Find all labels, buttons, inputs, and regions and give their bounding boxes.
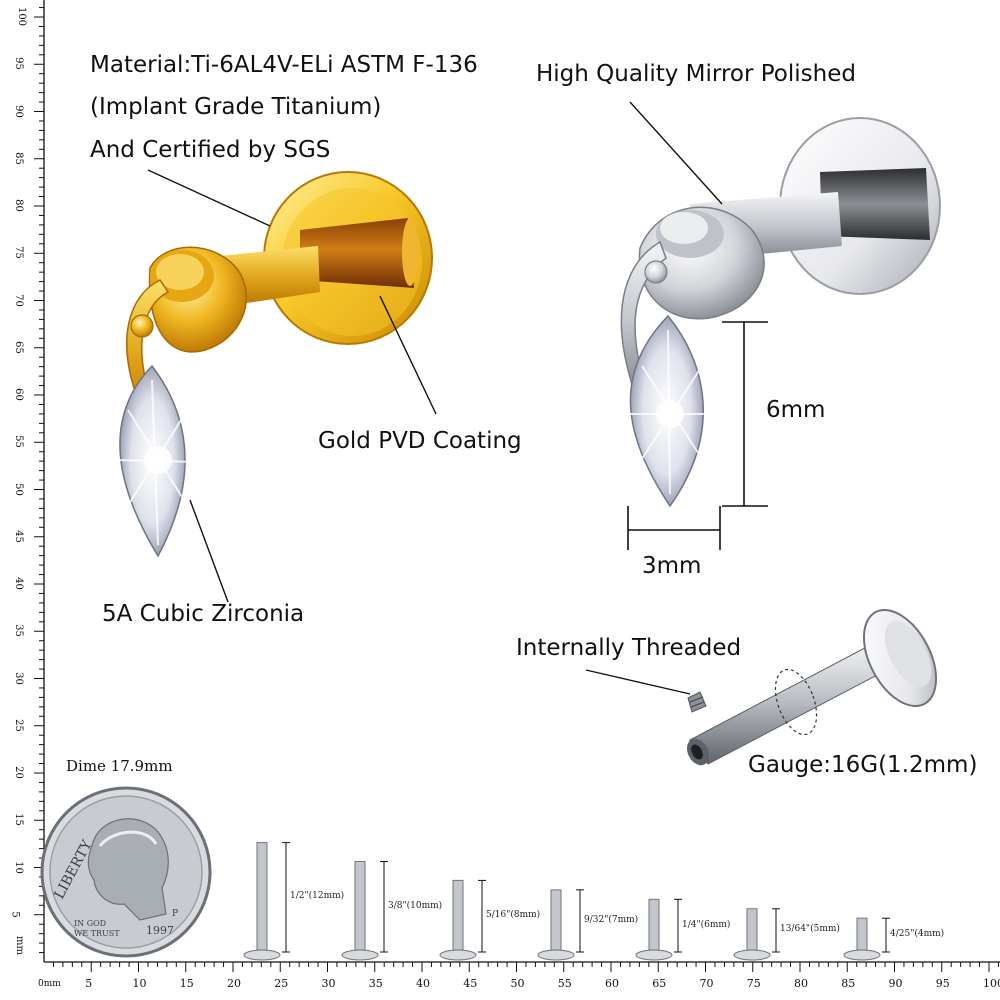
length-label: 5/16"(8mm) — [486, 910, 541, 921]
ruler-label-bottom: 15 — [179, 977, 194, 990]
width-dimension — [627, 506, 721, 550]
dime-mint: P — [172, 909, 178, 919]
ruler-label-bottom: 20 — [227, 977, 241, 990]
material-label-line2: (Implant Grade Titanium) — [90, 94, 382, 120]
length-post-disc — [635, 949, 673, 961]
length-post-disc — [733, 949, 771, 961]
ruler-label-bottom: 10 — [132, 977, 147, 990]
height-dimension-label: 6mm — [766, 397, 826, 423]
length-post-disc — [537, 949, 575, 961]
ruler-label-bottom: 35 — [368, 977, 383, 990]
length-post-rod — [354, 861, 366, 951]
length-label: 1/2"(12mm) — [290, 891, 345, 902]
material-label-line3: And Certified by SGS — [90, 137, 331, 163]
gauge-label: Gauge:16G(1.2mm) — [748, 752, 978, 778]
gold-pvd-label: Gold PVD Coating — [318, 428, 522, 454]
cubic-zirconia-label: 5A Cubic Zirconia — [102, 601, 305, 627]
length-post-rod — [256, 842, 268, 951]
dime-year: 1997 — [146, 924, 174, 937]
ruler-label-bottom: 100 — [983, 977, 1000, 990]
internally-threaded-label: Internally Threaded — [516, 635, 742, 661]
dime-caption: Dime 17.9mm — [66, 757, 173, 775]
ruler-label-bottom: 70 — [699, 977, 714, 990]
ruler-label-bottom: 5 — [85, 977, 93, 990]
ruler-label-bottom: 30 — [321, 977, 336, 990]
ruler-label-bottom: 65 — [652, 977, 667, 990]
mirror-polished-label: High Quality Mirror Polished — [536, 61, 856, 87]
height-dimension — [722, 321, 768, 507]
length-post-rod — [648, 898, 660, 951]
length-label: 4/25"(4mm) — [890, 929, 945, 940]
length-post-disc — [243, 949, 281, 961]
length-chart — [243, 842, 890, 961]
ruler-label-bottom: 45 — [463, 977, 478, 990]
width-dimension-label: 3mm — [642, 553, 702, 579]
ruler-label-bottom: 55 — [557, 977, 572, 990]
ruler-label-bottom: 40 — [416, 977, 430, 990]
ruler-label-bottom: 90 — [888, 977, 903, 990]
dime-motto-2: WE TRUST — [74, 929, 120, 938]
ruler-label-bottom: 95 — [935, 977, 950, 990]
length-label: 13/64"(5mm) — [780, 924, 840, 935]
ruler-label-bottom: 75 — [746, 977, 761, 990]
dime-motto-1: IN GOD — [74, 919, 106, 928]
length-post-disc — [341, 949, 379, 961]
ruler-label-bottom: 25 — [274, 977, 289, 990]
length-label: 9/32"(7mm) — [584, 914, 639, 925]
length-label: 1/4"(6mm) — [682, 919, 731, 930]
ruler-label-bottom: 80 — [794, 977, 808, 990]
ruler-label-bottom: 60 — [605, 977, 619, 990]
dime-coin: LIBERTY 1997 P IN GOD WE TRUST — [40, 786, 212, 958]
length-label: 3/8"(10mm) — [388, 900, 443, 911]
length-post-rod — [856, 917, 868, 951]
ruler-label-bottom: 85 — [841, 977, 856, 990]
length-post-disc — [439, 949, 477, 961]
length-post-rod — [550, 889, 562, 951]
threaded-post-illustration — [686, 608, 938, 766]
material-label-line1: Material:Ti-6AL4V-ELi ASTM F-136 — [90, 52, 478, 78]
length-post-rod — [452, 879, 464, 951]
length-post-rod — [746, 908, 758, 951]
ruler-label-bottom: 50 — [510, 977, 525, 990]
ruler-zero-label: 0mm — [38, 979, 61, 989]
length-post-disc — [843, 949, 881, 961]
